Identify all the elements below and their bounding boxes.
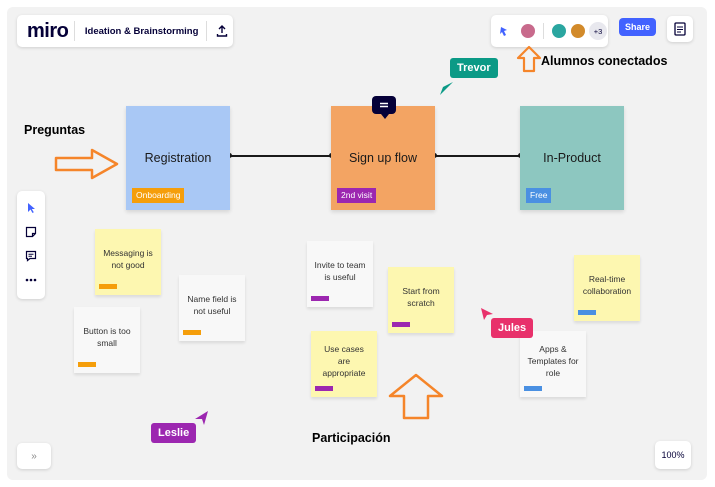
trevor-cursor-icon	[440, 82, 453, 95]
flow-card[interactable]: Registration Onboarding	[126, 106, 230, 210]
sticky-note-text: Name field is not useful	[187, 294, 237, 316]
sticky-note-text: Use cases are appropriate	[322, 344, 366, 378]
avatar[interactable]	[569, 22, 587, 40]
whiteboard-canvas[interactable]: miro Ideation & Brainstorming +3 Share	[7, 7, 707, 480]
sticky-note-text: Invite to team is useful	[314, 260, 366, 282]
sticky-note[interactable]: Invite to team is useful	[307, 241, 373, 307]
sticky-note-tag	[183, 330, 201, 335]
sticky-note[interactable]: Real-time collaboration	[574, 255, 640, 321]
cursor-label-leslie: Leslie	[151, 423, 197, 443]
cursor-label-trevor: Trevor	[450, 58, 498, 78]
sticky-note[interactable]: Name field is not useful	[179, 275, 245, 341]
sticky-note[interactable]: Start from scratch	[388, 267, 454, 333]
miro-logo: miro	[27, 19, 69, 42]
annotation-participacion: Participación	[312, 431, 391, 445]
avatar[interactable]	[519, 22, 537, 40]
select-cursor-icon[interactable]	[21, 197, 41, 219]
flow-card[interactable]: Sign up flow 2nd visit	[331, 106, 435, 210]
connector-line	[435, 155, 520, 157]
sticky-note-tag	[524, 386, 542, 391]
avatar[interactable]	[550, 22, 568, 40]
sticky-note-text: Apps & Templates for role	[527, 344, 579, 378]
more-collaborators-count[interactable]: +3	[589, 22, 607, 40]
sticky-note-tag	[99, 284, 117, 289]
collaborators-panel: +3	[491, 15, 608, 47]
sticky-note-icon[interactable]	[21, 221, 41, 243]
leslie-cursor-icon	[195, 411, 208, 425]
notes-icon[interactable]	[667, 16, 693, 42]
divider	[206, 21, 208, 41]
sticky-note-text: Messaging is not good	[103, 248, 153, 270]
comment-icon[interactable]	[21, 245, 41, 267]
annotation-preguntas: Preguntas	[24, 123, 86, 137]
expand-icon[interactable]: »	[17, 443, 51, 469]
more-icon[interactable]	[21, 269, 41, 291]
upload-icon[interactable]	[211, 19, 233, 43]
flow-card-label: In-Product	[543, 151, 601, 165]
arrow-right-icon	[54, 148, 119, 180]
sticky-note-tag	[311, 296, 329, 301]
sticky-note[interactable]: Apps & Templates for role	[520, 331, 586, 397]
sticky-note[interactable]: Button is too small	[74, 307, 140, 373]
annotation-alumnos: Alumnos conectados	[541, 54, 668, 68]
sticky-note-tag	[315, 386, 333, 391]
flow-card-tag: Onboarding	[132, 188, 185, 203]
arrow-up-icon	[516, 45, 542, 73]
connector-line	[230, 155, 331, 157]
sticky-note-tag	[578, 310, 596, 315]
sticky-note[interactable]: Use cases are appropriate	[311, 331, 377, 397]
flow-card-label: Sign up flow	[348, 151, 418, 165]
divider	[543, 23, 544, 39]
share-button[interactable]: Share	[619, 18, 656, 36]
left-toolbar	[17, 191, 45, 299]
divider	[74, 21, 75, 41]
sticky-note-text: Start from scratch	[402, 286, 440, 308]
sticky-note[interactable]: Messaging is not good	[95, 229, 161, 295]
reactions-icon[interactable]	[499, 26, 519, 37]
flow-card-label: Registration	[144, 151, 212, 165]
sticky-note-tag	[392, 322, 410, 327]
arrow-up-icon	[388, 373, 444, 420]
flow-card-tag: 2nd visit	[337, 188, 377, 203]
sticky-note-text: Button is too small	[83, 326, 131, 348]
comment-bubble-icon[interactable]	[372, 96, 396, 119]
sticky-note-text: Real-time collaboration	[582, 274, 632, 296]
jules-cursor-icon	[481, 308, 493, 320]
flow-card-tag: Free	[526, 188, 552, 203]
board-title[interactable]: Ideation & Brainstorming	[84, 25, 199, 37]
cursor-label-jules: Jules	[491, 318, 534, 338]
flow-card[interactable]: In-Product Free	[520, 106, 624, 210]
zoom-level[interactable]: 100%	[655, 441, 691, 469]
board-header: miro Ideation & Brainstorming	[17, 15, 233, 47]
sticky-note-tag	[78, 362, 96, 367]
